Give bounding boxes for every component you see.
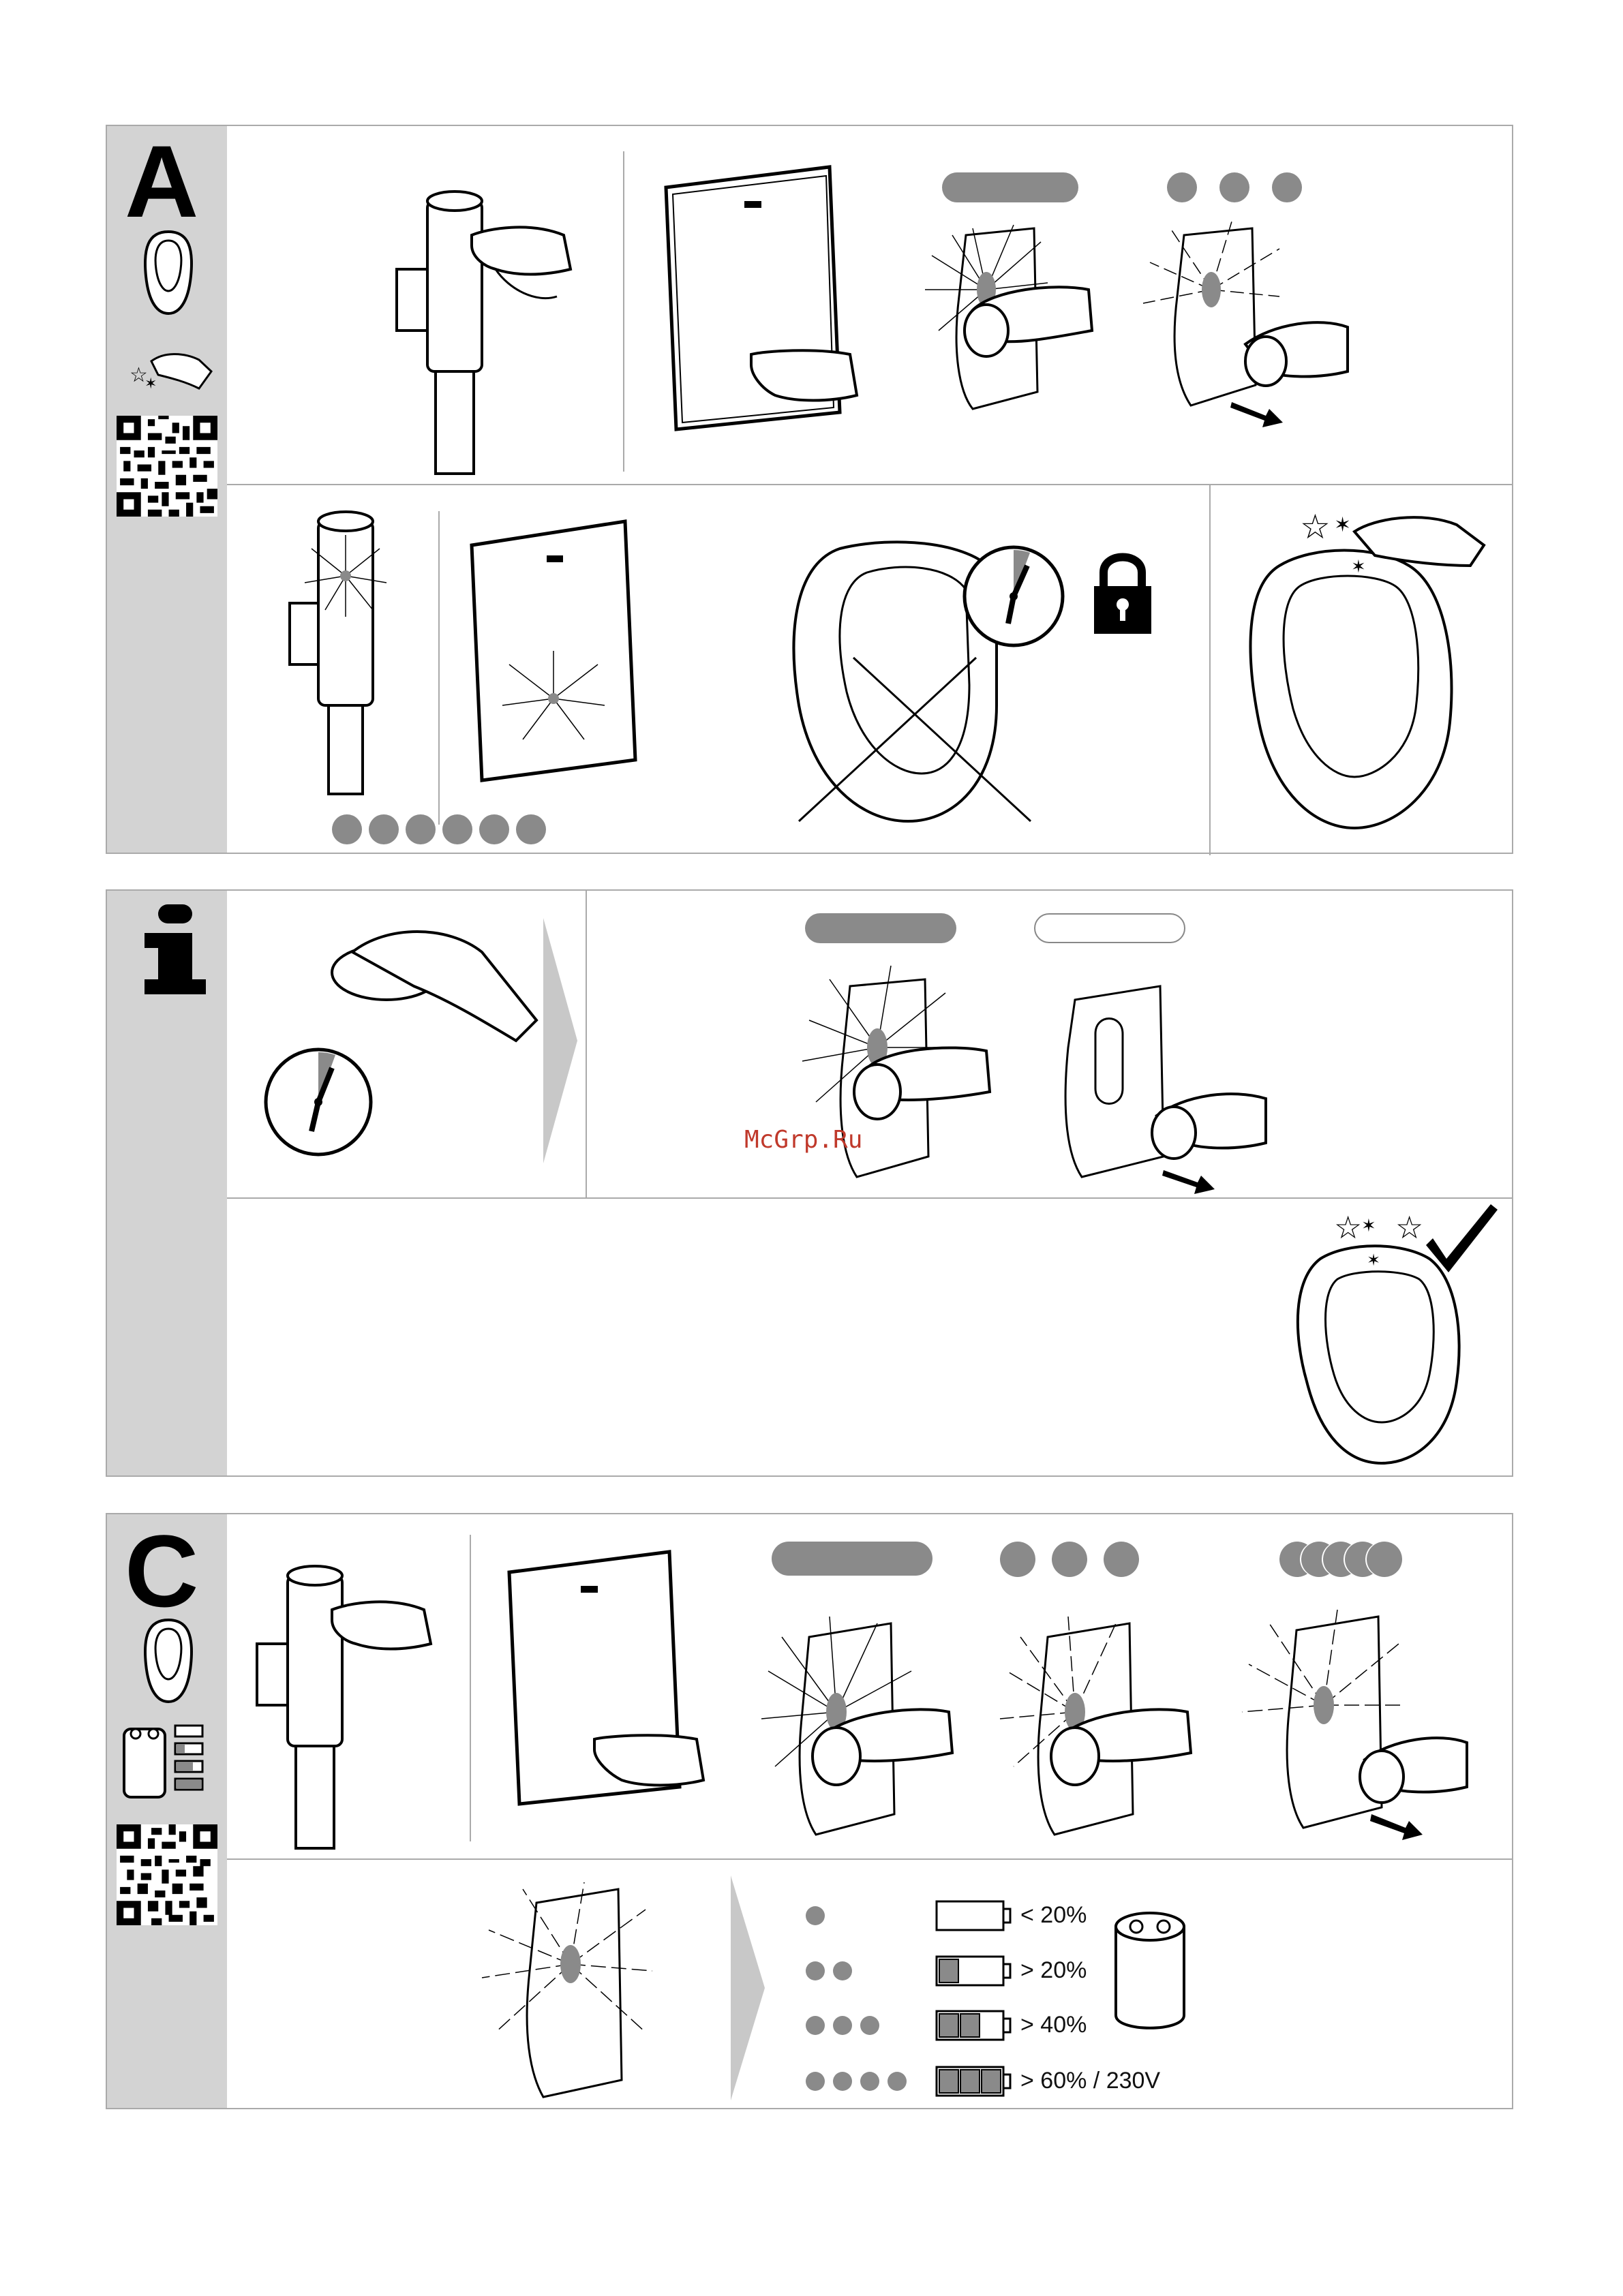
qr-code-icon [117, 1824, 217, 1925]
legend-dot [806, 1906, 825, 1925]
watermark: McGrp.Ru [744, 1126, 862, 1154]
legend-dot [860, 2072, 879, 2091]
arrow-right-icon [731, 1876, 765, 2100]
indicator-fast-blink-dot [1367, 1542, 1402, 1577]
section-c-panel: C [106, 1513, 1513, 2109]
flush-valve-press-illustration [254, 1555, 458, 1855]
wall-plate-press-illustration [652, 150, 877, 477]
sensor-blinking-illustration [468, 1876, 673, 2100]
indicator-blink-dot [1219, 172, 1249, 202]
svg-text:✶: ✶ [1367, 1251, 1380, 1270]
svg-text:✶: ✶ [145, 376, 157, 393]
indicator-blink-dot [1272, 172, 1302, 202]
battery-level-label: > 40% [1020, 2012, 1087, 2038]
indicator-steady-light [942, 172, 1078, 202]
sensor-finger-illustration [789, 959, 993, 1191]
cleaning-hand-icon: ☆ ✶ [124, 341, 213, 395]
indicator-blink-dot [1052, 1542, 1087, 1577]
indicator-blink-dot [1000, 1542, 1035, 1577]
indicator-steady-light [805, 913, 956, 943]
legend-dot [833, 1961, 852, 1980]
battery-level-icon [935, 2066, 1012, 2097]
section-c-divider-1 [470, 1535, 471, 1841]
section-i-panel: McGrp.Ru ☆ ✶ ☆ ✶ [106, 889, 1513, 1477]
indicator-blink-dot [1167, 172, 1197, 202]
wall-plate-press-illustration [499, 1535, 724, 1848]
battery-level-label: > 60% / 230V [1020, 2068, 1160, 2094]
svg-text:☆: ☆ [1334, 1209, 1362, 1246]
battery-level-icon [935, 2010, 1012, 2041]
svg-text:✶: ✶ [1334, 513, 1351, 537]
svg-text:☆: ☆ [1395, 1209, 1423, 1246]
section-a-divider-2 [1209, 484, 1211, 855]
section-i-row-divider [227, 1197, 1512, 1199]
sensor-finger-withdraw-illustration [1129, 215, 1348, 433]
lock-icon [1089, 549, 1157, 637]
qr-code-icon [117, 416, 217, 517]
sensor-finger-withdraw-illustration [1048, 979, 1279, 1197]
section-a-row-divider [227, 484, 1512, 485]
battery-status-icon [121, 1719, 216, 1801]
indicator-blink-dot [442, 814, 472, 844]
legend-dot [806, 1961, 825, 1980]
clock-icon [260, 1044, 376, 1160]
legend-dot [833, 2016, 852, 2035]
sensor-finger-illustration [918, 215, 1095, 419]
flush-valve-blinking-illustration [284, 508, 421, 794]
indicator-blink-dot [406, 814, 436, 844]
legend-dot [833, 2072, 852, 2091]
clock-icon [959, 542, 1068, 651]
section-a-panel: A ☆ ✶ [106, 125, 1513, 854]
section-c-letter: C [125, 1520, 198, 1622]
info-icon [138, 904, 213, 996]
legend-dot [860, 2016, 879, 2035]
legend-dot [806, 2016, 825, 2035]
battery-level-icon [935, 1955, 1012, 1987]
indicator-blink-dot [369, 814, 399, 844]
urinal-cleaning-illustration: ☆ ✶ ✶ [1239, 504, 1498, 838]
section-a-divider-3 [438, 511, 440, 825]
indicator-blink-dot [332, 814, 362, 844]
indicator-steady-light [772, 1542, 932, 1576]
battery-level-label: < 20% [1020, 1902, 1087, 1929]
battery-pack-icon [1109, 1906, 1191, 2036]
section-i-divider [586, 891, 587, 1197]
svg-text:✶: ✶ [1351, 557, 1366, 577]
indicator-off [1034, 913, 1185, 943]
svg-text:☆: ☆ [1300, 507, 1331, 547]
wall-plate-blinking-illustration [461, 508, 646, 794]
indicator-blink-dot [1104, 1542, 1139, 1577]
sensor-finger-withdraw-illustration [1235, 1589, 1467, 1862]
section-a-divider-1 [623, 151, 624, 472]
battery-level-label: > 20% [1020, 1957, 1087, 1984]
sensor-finger-illustration [993, 1589, 1191, 1848]
indicator-blink-dot [479, 814, 509, 844]
arrow-right-icon [543, 918, 577, 1163]
battery-level-icon [935, 1900, 1012, 1931]
sponge-hand-illustration [312, 911, 543, 1047]
flush-valve-press-illustration [393, 174, 598, 474]
urinal-icon [138, 1617, 199, 1705]
indicator-blink-dot [516, 814, 546, 844]
legend-dot [806, 2072, 825, 2091]
clean-urinal-check-illustration: ☆ ✶ ☆ ✶ [1293, 1204, 1504, 1470]
svg-text:✶: ✶ [1361, 1216, 1376, 1236]
sensor-finger-illustration [755, 1589, 952, 1848]
urinal-icon [138, 228, 199, 317]
section-a-letter: A [125, 130, 198, 232]
legend-dot [888, 2072, 907, 2091]
